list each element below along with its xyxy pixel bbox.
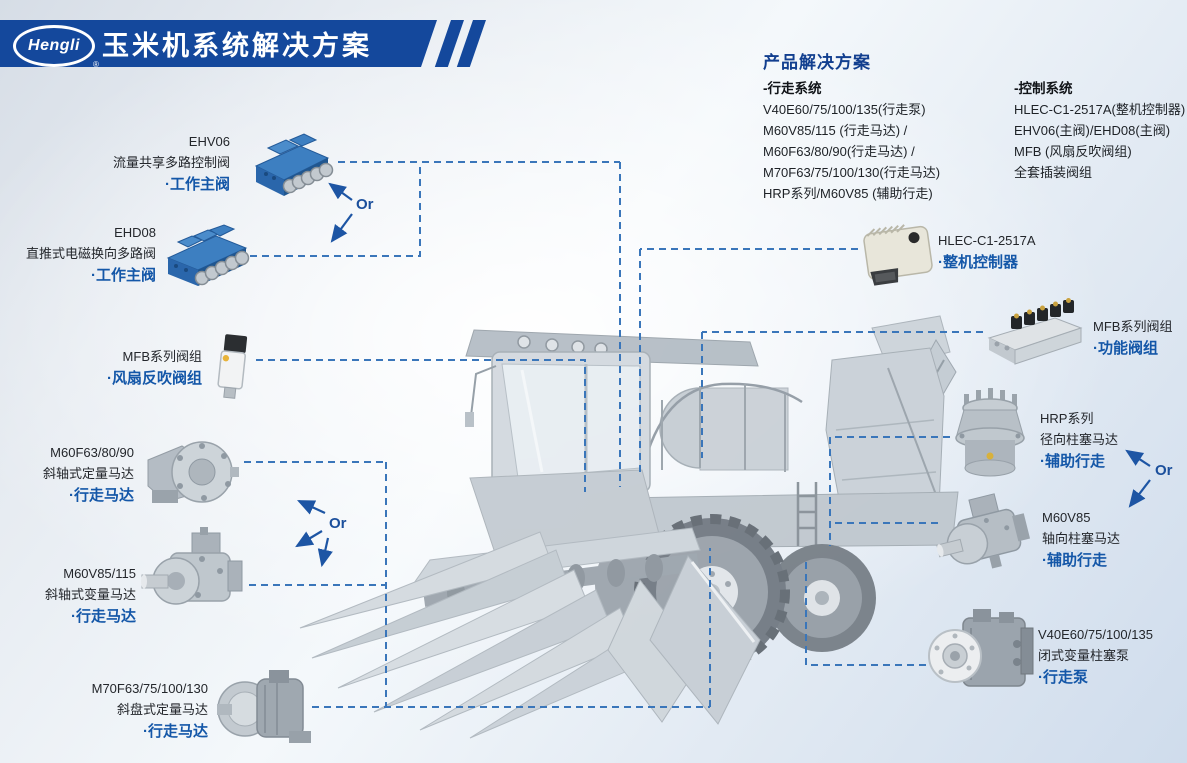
label-v40e: V40E60/75/100/135 闭式变量柱塞泵 ·行走泵 <box>1038 624 1153 689</box>
component-model: M60F63/80/90 <box>50 445 134 460</box>
column-heading: -控制系统 <box>1014 81 1073 96</box>
header-banner: Hengli ® 玉米机系统解决方案 <box>0 20 437 67</box>
component-model: M60V85 <box>1042 510 1091 525</box>
component-desc: 斜轴式定量马达 <box>42 466 134 481</box>
or-label-aux: Or <box>1155 462 1173 479</box>
component-desc: 闭式变量柱塞泵 <box>1038 648 1130 663</box>
label-m60v115: M60V85/115 斜轴式变量马达 ·行走马达 <box>0 563 136 628</box>
component-tag: ·行走马达 <box>69 487 134 504</box>
label-hrp: HRP系列 径向柱塞马达 ·辅助行走 <box>1040 408 1118 473</box>
label-m60f: M60F63/80/90 斜轴式定量马达 ·行走马达 <box>0 442 134 507</box>
solutions-item: 全套插装阀组 <box>1014 165 1093 180</box>
solutions-item: M60F63/80/90(行走马达) / <box>763 144 915 159</box>
component-model: HLEC-C1-2517A <box>938 233 1036 248</box>
mfb-function-manifold-image <box>987 298 1083 365</box>
component-desc: 径向柱塞马达 <box>1040 432 1119 447</box>
label-ehd08: EHD08 直推式电磁换向多路阀 ·工作主阀 <box>0 222 156 287</box>
solutions-column-control: -控制系统 HLEC-C1-2517A(整机控制器) EHV06(主阀)/EHD… <box>1014 78 1187 183</box>
component-tag: ·辅助行走 <box>1042 552 1107 569</box>
solutions-item: M70F63/75/100/130(行走马达) <box>763 165 941 180</box>
component-desc: 斜轴式变量马达 <box>44 587 136 602</box>
solutions-item: V40E60/75/100/135(行走泵) <box>763 102 926 117</box>
component-tag: ·工作主阀 <box>91 267 156 284</box>
solutions-item: EHV06(主阀)/EHD08(主阀) <box>1014 123 1171 138</box>
component-tag: ·整机控制器 <box>938 254 1018 271</box>
label-m60v85: M60V85 轴向柱塞马达 ·辅助行走 <box>1042 507 1120 572</box>
solutions-item: MFB (风扇反吹阀组) <box>1014 144 1132 159</box>
label-hlec: HLEC-C1-2517A ·整机控制器 <box>938 230 1036 274</box>
component-tag: ·行走泵 <box>1038 669 1088 686</box>
component-tag: ·行走马达 <box>143 723 208 740</box>
solutions-item: HLEC-C1-2517A(整机控制器) <box>1014 102 1186 117</box>
hengli-logo: Hengli <box>13 25 95 67</box>
m60v85-motor-image <box>936 493 1031 569</box>
component-desc: 流量共享多路控制阀 <box>112 155 230 170</box>
m60v115-motor-image <box>141 527 243 605</box>
component-tag: ·行走马达 <box>71 608 136 625</box>
component-model: M70F63/75/100/130 <box>91 681 208 696</box>
component-desc: 斜盘式定量马达 <box>116 702 208 717</box>
component-model: M60V85/115 <box>63 566 136 581</box>
component-tag: ·风扇反吹阀组 <box>107 370 202 387</box>
component-tag: ·功能阀组 <box>1093 340 1158 357</box>
solutions-item: HRP系列/M60V85 (辅助行走) <box>763 186 933 201</box>
label-mfb-right: MFB系列阀组 ·功能阀组 <box>1093 316 1172 360</box>
hlec-controller-image <box>863 224 933 286</box>
harvester-illustration <box>299 315 959 739</box>
label-m70f: M70F63/75/100/130 斜盘式定量马达 ·行走马达 <box>30 678 208 743</box>
solutions-column-travel: -行走系统 V40E60/75/100/135(行走泵) M60V85/115 … <box>763 78 1008 204</box>
solutions-item: M60V85/115 (行走马达) / <box>763 123 908 138</box>
m70f-motor-image <box>217 670 311 743</box>
component-tag: ·辅助行走 <box>1040 453 1105 470</box>
component-model: EHD08 <box>114 225 156 240</box>
label-mfb-left: MFB系列阀组 ·风扇反吹阀组 <box>30 346 202 390</box>
mfb-fan-valve-image <box>217 334 248 399</box>
or-label-motors: Or <box>329 515 347 532</box>
label-ehv06: EHV06 流量共享多路控制阀 ·工作主阀 <box>40 131 230 196</box>
m60f-motor-image <box>147 441 239 503</box>
ehv06-valve-image <box>254 133 334 196</box>
or-label-valves: Or <box>356 196 374 213</box>
component-desc: 轴向柱塞马达 <box>1042 531 1121 546</box>
component-model: MFB系列阀组 <box>1093 319 1173 334</box>
logo-text: Hengli <box>28 37 80 54</box>
page-title: 玉米机系统解决方案 <box>102 31 372 61</box>
v40e-pump-image <box>928 609 1034 687</box>
registered-mark: ® <box>93 60 99 69</box>
hrp-motor-image <box>955 388 1025 477</box>
component-model: HRP系列 <box>1040 411 1094 426</box>
column-heading: -行走系统 <box>763 81 822 96</box>
component-model: EHV06 <box>188 134 230 149</box>
component-tag: ·工作主阀 <box>165 176 230 193</box>
component-model: MFB系列阀组 <box>122 349 202 364</box>
solutions-title: 产品解决方案 <box>763 53 871 72</box>
ehd08-valve-image <box>166 224 250 286</box>
component-desc: 直推式电磁换向多路阀 <box>25 246 156 261</box>
component-model: V40E60/75/100/135 <box>1038 627 1153 642</box>
